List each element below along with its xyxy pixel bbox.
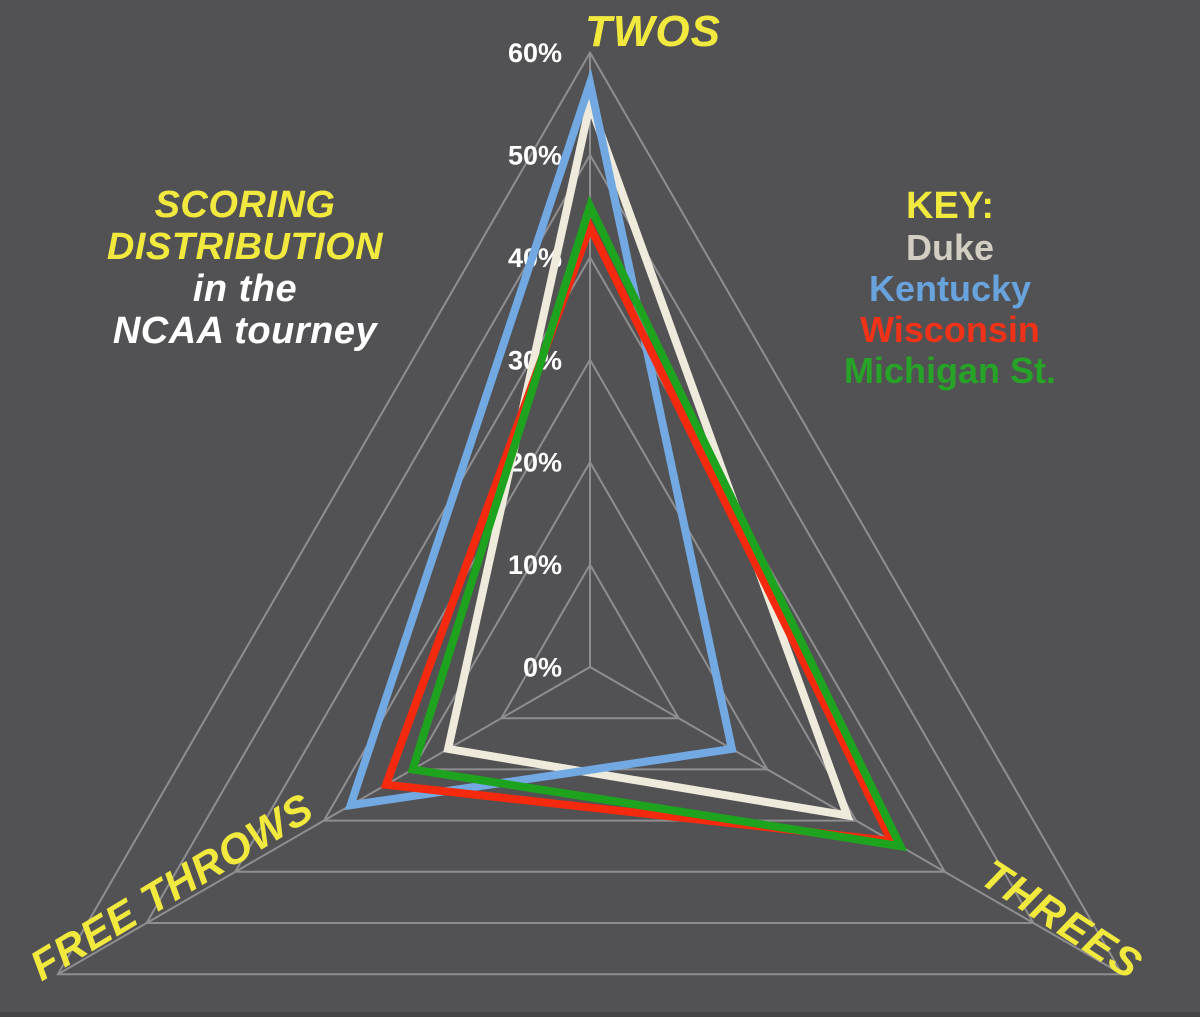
series-wisconsin [380, 216, 899, 846]
title-line-4: NCAA tourney [112, 310, 378, 352]
legend-entry-wisconsin: Wisconsin [860, 309, 1040, 350]
axis-line-2 [57, 666, 591, 976]
legend-entry-michigan-st: Michigan St. [843, 350, 1057, 391]
series-kentucky [344, 68, 737, 811]
legend-entry-duke: Duke [905, 227, 995, 268]
title-line-3: in the [192, 268, 298, 310]
chart-title: SCORING DISTRIBUTION in the NCAA tourney [107, 184, 383, 352]
title-line-2: DISTRIBUTION [106, 226, 384, 268]
legend-heading: KEY: [906, 185, 994, 227]
tick-label-50: 50% [508, 140, 562, 170]
tick-label-0: 0% [523, 652, 562, 682]
tick-label-10: 10% [508, 550, 562, 580]
legend-entry-kentucky: Kentucky [868, 268, 1032, 309]
grid-ring-10 [499, 562, 681, 720]
grid-ring-60 [56, 50, 1124, 976]
grid-ring-50 [144, 153, 1036, 924]
title-line-1: SCORING [154, 184, 336, 226]
tick-label-60: 60% [508, 38, 562, 68]
axis-line-1 [589, 666, 1123, 976]
axis-label-twos: TWOS [585, 7, 721, 56]
bottom-edge-strip [0, 1012, 1200, 1017]
legend: KEY: Duke Kentucky Wisconsin Michigan St… [843, 185, 1057, 392]
series-michigan-st [407, 195, 908, 852]
